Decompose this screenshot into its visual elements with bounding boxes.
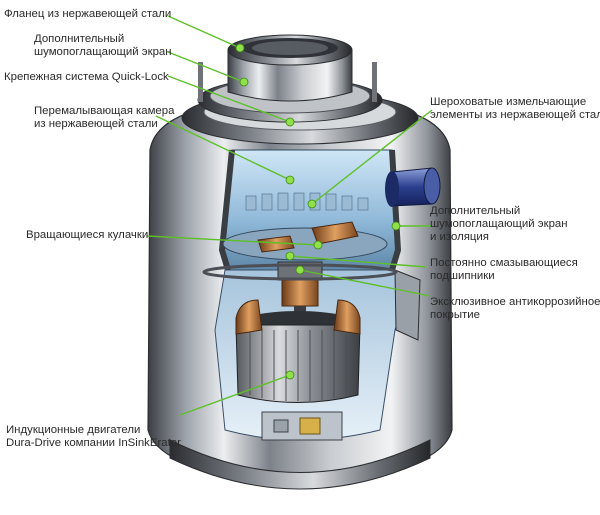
label-extra-shield-top-line-1: Дополнительный: [34, 33, 125, 45]
label-extra-shield-insulation: Дополнительный шумопоглащающий экран и и…: [430, 205, 568, 244]
label-extra-shield-insulation-line-1: Дополнительный: [430, 205, 521, 217]
label-flange: Фланец из нержавеющей стали: [4, 8, 171, 21]
label-anticorrosion: Эксклюзивное антикоррозийное покрытие: [430, 296, 600, 322]
label-quick-lock-line-1: Крепежная система Quick-Lock: [4, 71, 169, 83]
label-extra-shield-insulation-line-2: шумопоглащающий экран: [430, 218, 568, 230]
label-flange-line-1: Фланец из нержавеющей стали: [4, 8, 172, 20]
label-induction-motors: Индукционные двигатели Dura-Drive компан…: [6, 424, 181, 450]
label-extra-shield-top: Дополнительный шумопоглащающий экран: [34, 33, 172, 59]
label-lubricated-bearings-line-2: подшипники: [430, 270, 495, 282]
label-extra-shield-insulation-line-3: и изоляция: [430, 231, 489, 243]
label-grinding-chamber: Перемалывающая камера из нержавеющей ста…: [34, 105, 174, 131]
label-induction-motors-line-2: Dura-Drive компании InSinkErator: [6, 437, 181, 449]
label-rough-grinders-line-2: элементы из нержавеющей стали: [430, 109, 600, 121]
label-grinding-chamber-line-2: из нержавеющей стали: [34, 118, 158, 130]
label-rotating-cams-line-1: Вращающиеся кулачки: [26, 229, 149, 241]
label-lubricated-bearings-line-1: Постоянно смазывающиеся: [430, 257, 578, 269]
label-rough-grinders: Шероховатые измельчающие элементы из нер…: [430, 96, 600, 122]
label-rough-grinders-line-1: Шероховатые измельчающие: [430, 96, 587, 108]
label-anticorrosion-line-2: покрытие: [430, 309, 480, 321]
label-lubricated-bearings: Постоянно смазывающиеся подшипники: [430, 257, 578, 283]
label-anticorrosion-line-1: Эксклюзивное антикоррозийное: [430, 296, 600, 308]
label-rotating-cams: Вращающиеся кулачки: [26, 229, 148, 242]
label-extra-shield-top-line-2: шумопоглащающий экран: [34, 46, 172, 58]
label-grinding-chamber-line-1: Перемалывающая камера: [34, 105, 175, 117]
label-induction-motors-line-1: Индукционные двигатели: [6, 424, 141, 436]
label-quick-lock: Крепежная система Quick-Lock: [4, 71, 169, 84]
